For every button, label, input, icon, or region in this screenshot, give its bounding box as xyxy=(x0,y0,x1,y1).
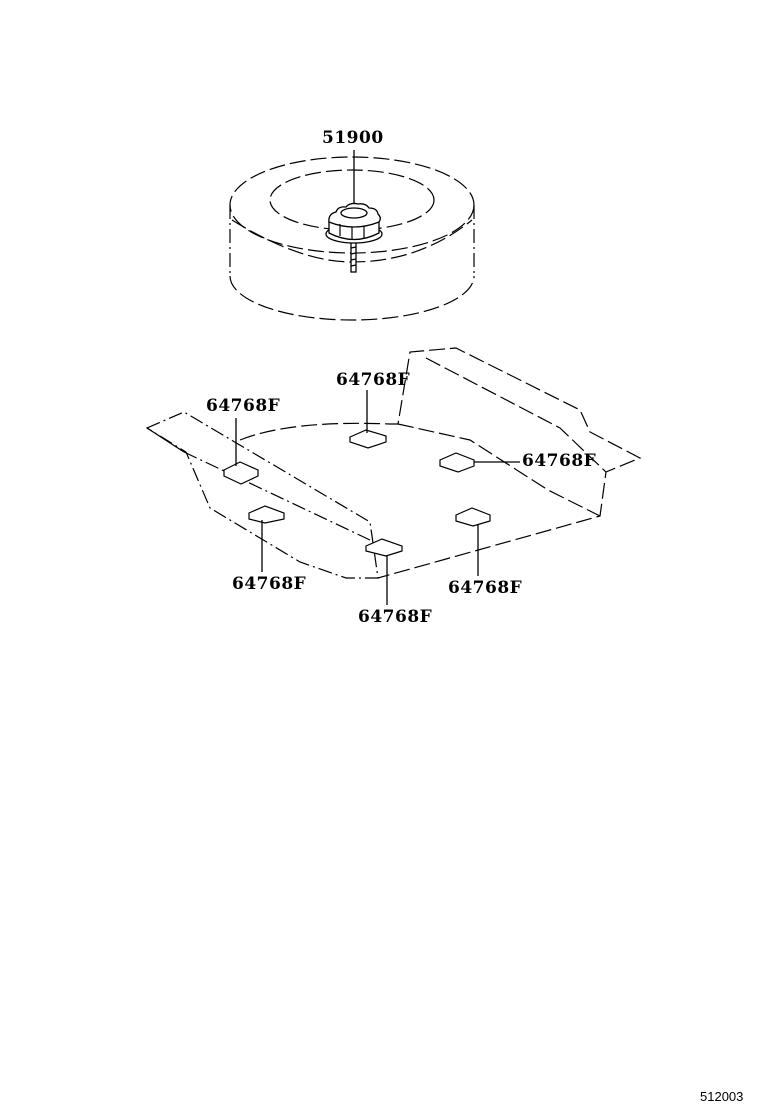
part-label-64768f-1[interactable]: 64768F xyxy=(206,396,281,416)
part-label-51900[interactable]: 51900 xyxy=(322,128,384,148)
rear-floor-panel-illustration xyxy=(145,347,642,579)
leader-lines xyxy=(235,390,520,605)
figure-id: 512003 xyxy=(700,1089,744,1104)
silencer-pads xyxy=(223,429,491,557)
part-label-64768f-4[interactable]: 64768F xyxy=(232,574,307,594)
part-label-64768f-3[interactable]: 64768F xyxy=(522,451,597,471)
tire-clamp-bolt-illustration xyxy=(325,150,383,273)
part-label-64768f-2[interactable]: 64768F xyxy=(336,370,411,390)
part-label-64768f-5[interactable]: 64768F xyxy=(448,578,523,598)
part-label-64768f-6[interactable]: 64768F xyxy=(358,607,433,627)
